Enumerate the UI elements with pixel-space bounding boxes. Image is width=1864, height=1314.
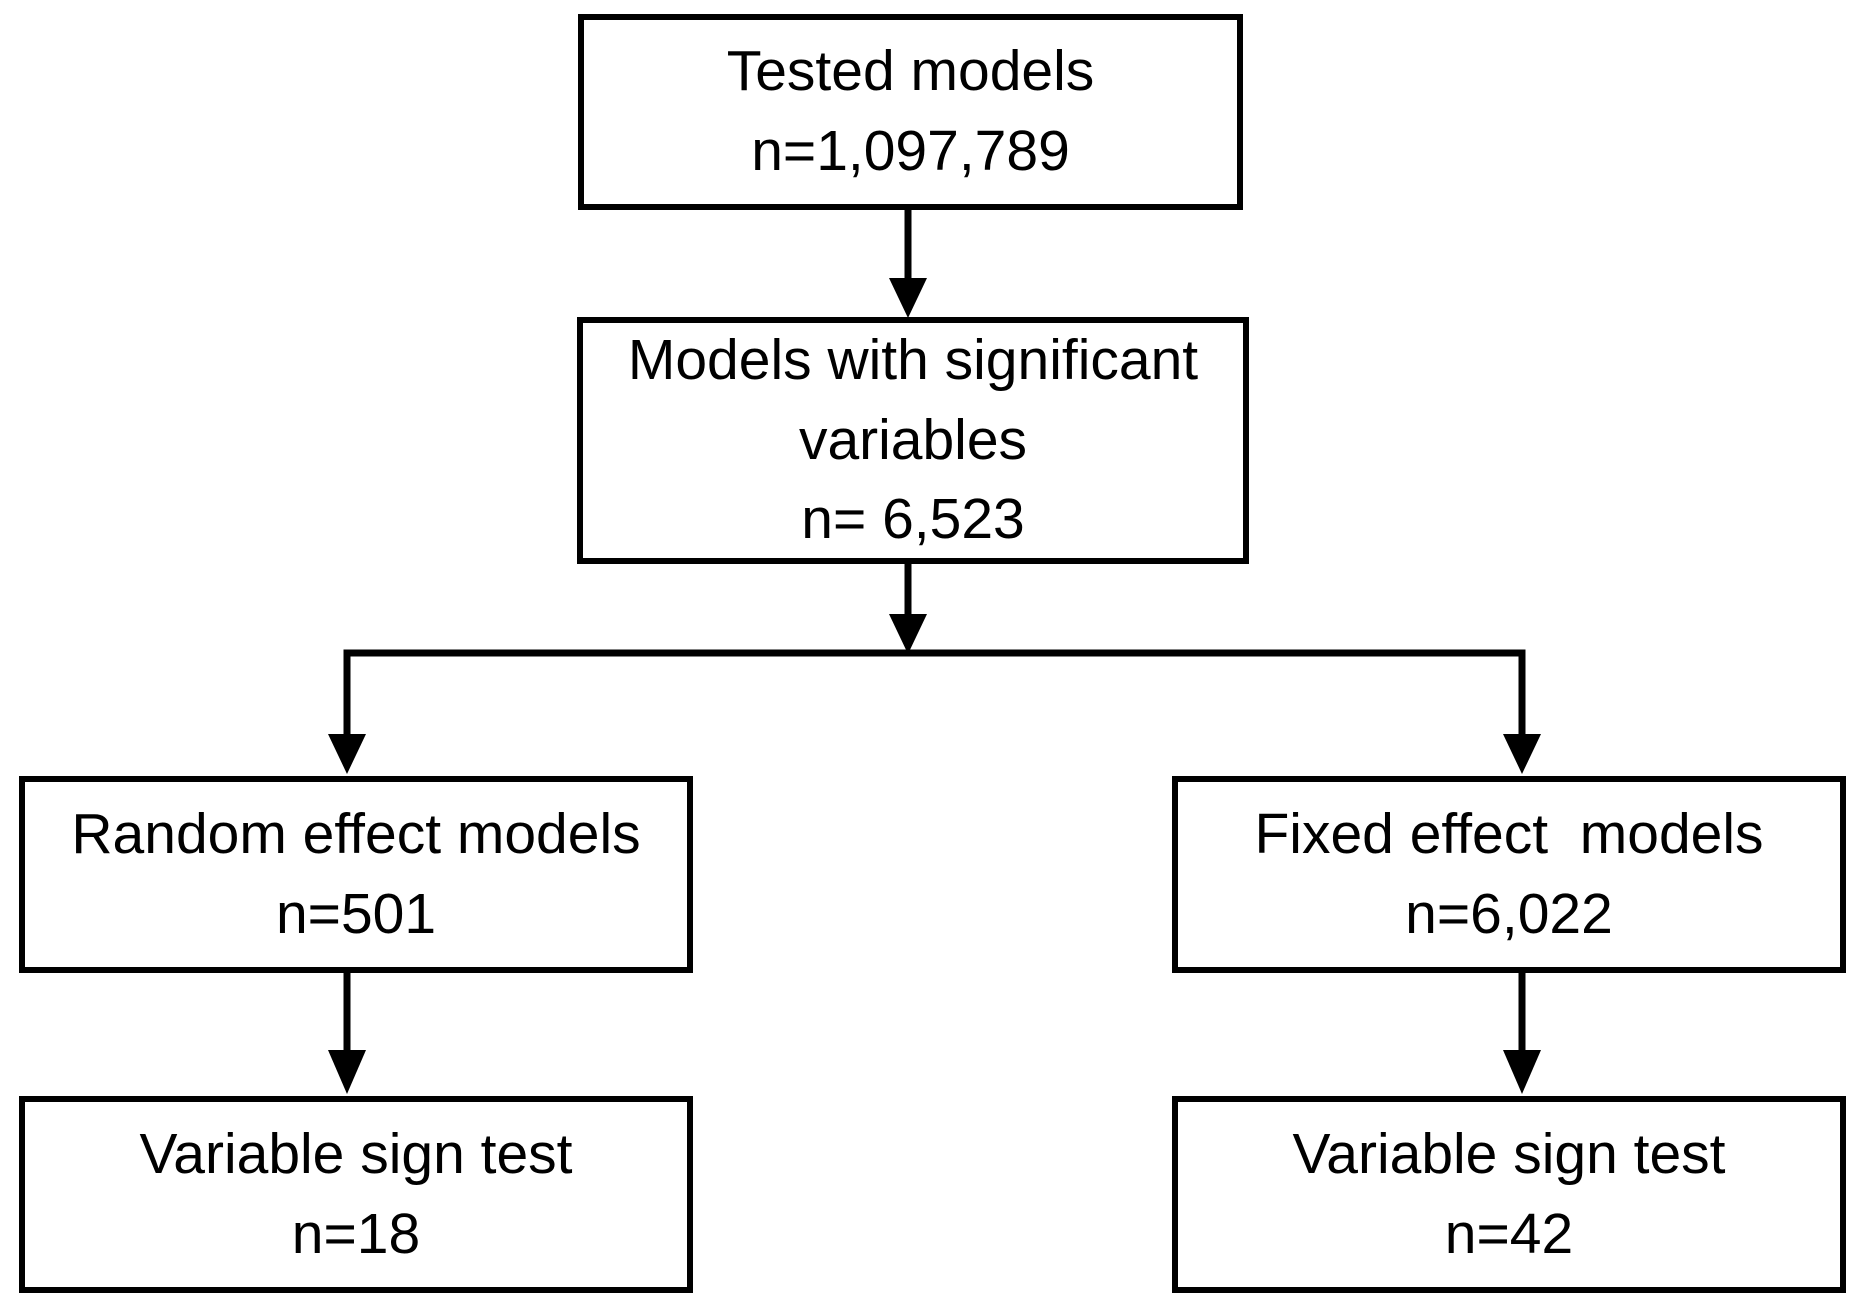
fixed-variable-sign-test-box: Variable sign test n=42 [1172, 1096, 1846, 1293]
box-line: variables [798, 407, 1028, 472]
arrow-random-to-sign-test [328, 972, 366, 1094]
box-line: Models with significant [627, 327, 1199, 392]
box-line: n= 6,523 [801, 487, 1025, 552]
arrow-fixed-to-sign-test [1503, 972, 1541, 1094]
random-variable-sign-test-box: Variable sign test n=18 [19, 1096, 693, 1293]
arrow-tested-to-significant [889, 210, 927, 318]
box-line: n=18 [291, 1201, 421, 1266]
box-line: Tested models [726, 39, 1095, 104]
box-line: Random effect models [71, 801, 641, 866]
fixed-effect-models-box: Fixed effect models n=6,022 [1172, 776, 1846, 973]
box-line: n=6,022 [1405, 881, 1613, 946]
box-line: n=42 [1444, 1201, 1574, 1266]
arrow-branch-to-fixed [1503, 650, 1541, 774]
random-effect-models-box: Random effect models n=501 [19, 776, 693, 973]
arrow-significant-to-branch [889, 563, 927, 654]
box-line: n=501 [275, 881, 437, 946]
box-line: Variable sign test [139, 1121, 573, 1186]
tested-models-box: Tested models n=1,097,789 [578, 14, 1243, 210]
box-line: Variable sign test [1292, 1121, 1726, 1186]
box-line: n=1,097,789 [751, 119, 1070, 183]
significant-variables-box: Models with significant variables n= 6,5… [577, 317, 1249, 564]
arrow-branch-to-random [328, 650, 366, 774]
box-line: Fixed effect models [1254, 801, 1764, 866]
